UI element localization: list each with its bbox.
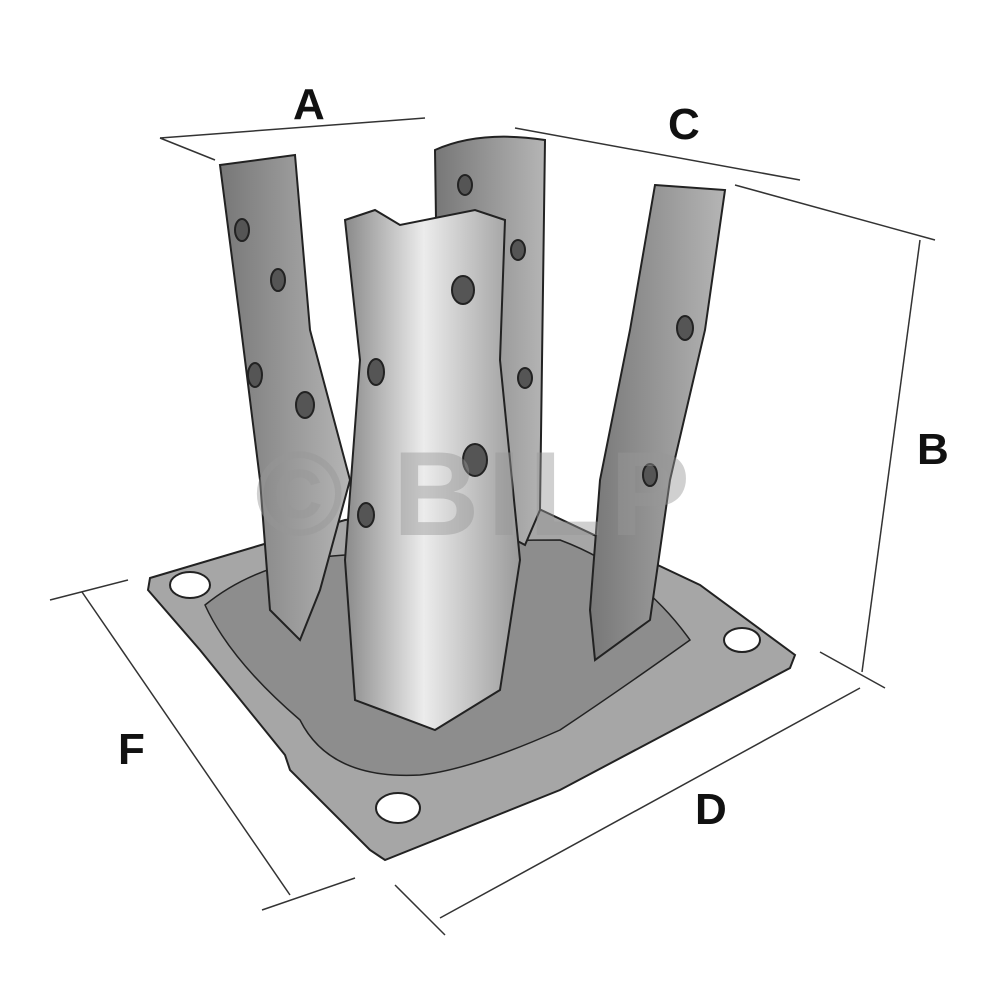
dimension-line-c	[514, 127, 801, 181]
post-left	[218, 153, 352, 642]
post-right	[588, 183, 727, 662]
dimension-line-a	[159, 117, 426, 139]
dimension-label-a: A	[293, 80, 325, 129]
dimension-line-d	[439, 687, 861, 919]
post-front	[343, 208, 522, 732]
dimension-lines	[49, 117, 936, 936]
dimension-label-f: F	[118, 725, 145, 774]
dimension-label-b: B	[917, 425, 949, 474]
dimension-label-d: D	[695, 785, 727, 834]
dimension-line-f	[81, 591, 291, 896]
dimension-label-c: C	[668, 100, 700, 149]
watermark: © BILP	[255, 427, 699, 561]
dimension-line-b	[861, 239, 921, 673]
